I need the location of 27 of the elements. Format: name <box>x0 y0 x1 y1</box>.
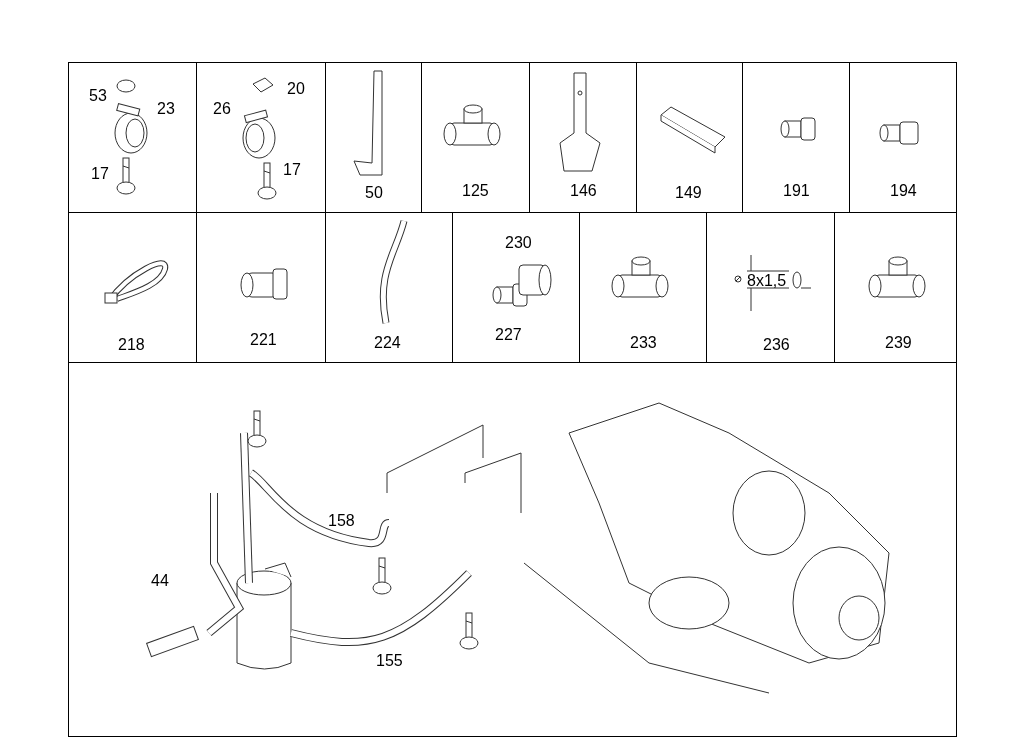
callout-number: 53 <box>89 88 107 104</box>
callout-number: 191 <box>783 183 810 199</box>
callout-number: 26 <box>213 101 231 117</box>
callout-number: 224 <box>374 335 401 351</box>
callout-number: 17 <box>283 162 301 178</box>
callout-number: 50 <box>365 185 383 201</box>
callout-number: 218 <box>118 337 145 353</box>
part-cell <box>68 62 197 213</box>
diagram-panel <box>68 362 957 737</box>
callout-number: 155 <box>376 653 403 669</box>
callout-number: 227 <box>495 327 522 343</box>
callout-number: 221 <box>250 332 277 348</box>
callout-number: 20 <box>287 81 305 97</box>
callout-number: 194 <box>890 183 917 199</box>
callout-number: 158 <box>328 513 355 529</box>
callout-number: 230 <box>505 235 532 251</box>
callout-number: 233 <box>630 335 657 351</box>
callout-number: 44 <box>151 573 169 589</box>
callout-number: 17 <box>91 166 109 182</box>
dimension-text: 8x1,5 <box>747 273 787 289</box>
callout-number: 23 <box>157 101 175 117</box>
part-cell <box>849 62 957 213</box>
callout-number: 239 <box>885 335 912 351</box>
callout-number: 149 <box>675 185 702 201</box>
callout-number: 236 <box>763 337 790 353</box>
callout-number: 125 <box>462 183 489 199</box>
callout-number: 146 <box>570 183 597 199</box>
